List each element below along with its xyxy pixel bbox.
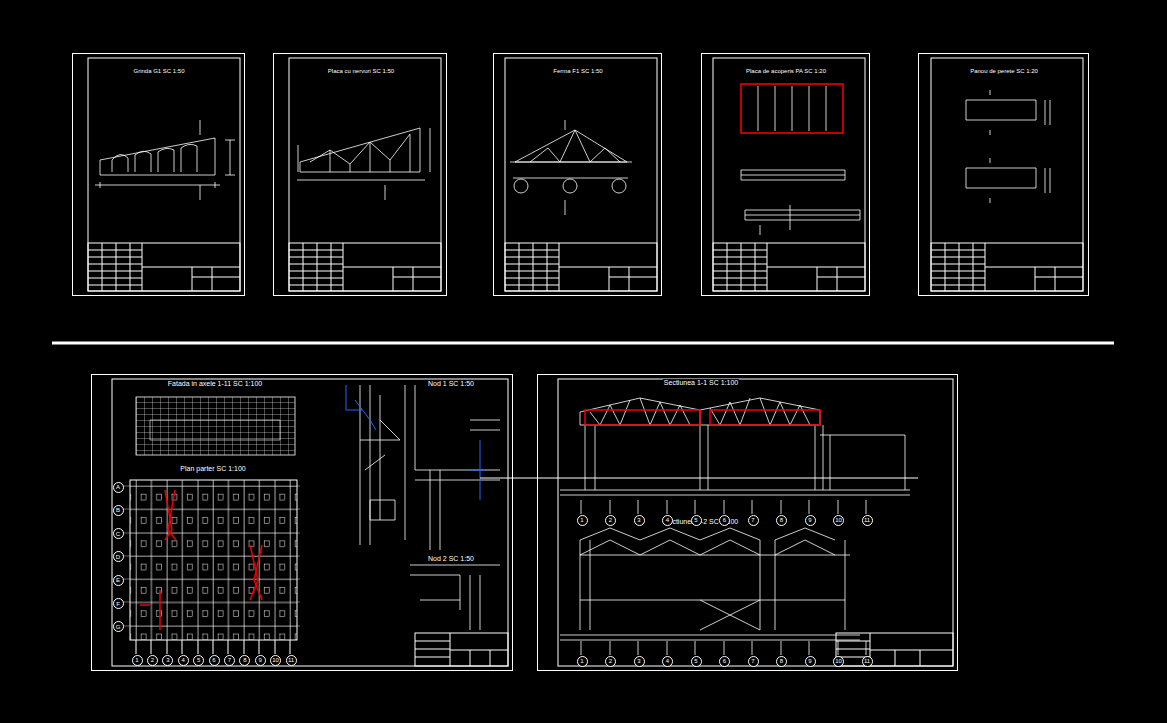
drawing-sheet: Grinda G1 SC 1:50 <box>72 53 245 296</box>
axis-bubble: 2 <box>605 656 616 667</box>
axis-bubble: 10 <box>833 656 844 667</box>
axis-bubble: 7 <box>224 655 235 666</box>
axis-label: 5 <box>694 517 697 523</box>
axis-bubble: 7 <box>748 515 759 526</box>
axis-label: 8 <box>243 657 246 663</box>
axis-label: 7 <box>228 657 231 663</box>
sheet-title: Sectiunea 1-1 SC 1:100 <box>663 379 739 387</box>
axis-bubble: 2 <box>147 655 158 666</box>
axis-label: 1 <box>135 657 138 663</box>
axis-bubble: D <box>113 551 124 562</box>
axis-label: 3 <box>637 658 640 664</box>
axis-bubble: 3 <box>634 656 645 667</box>
axis-bubble: B <box>113 505 124 516</box>
axis-label: 4 <box>666 658 669 664</box>
axis-bubble: 10 <box>833 515 844 526</box>
axis-label: 10 <box>272 657 279 663</box>
axis-label: 11 <box>288 657 294 663</box>
axis-bubble: 6 <box>719 656 730 667</box>
axis-label: 1 <box>580 658 583 664</box>
axis-bubble: 8 <box>776 656 787 667</box>
axis-bubble: 9 <box>805 515 816 526</box>
axis-bubble: 6 <box>209 655 220 666</box>
axis-bubble: 3 <box>162 655 173 666</box>
drawing-sheet: Sectiunea 1-1 SC 1:100Sectiunea 2-2 SC 1… <box>537 374 958 671</box>
axis-label: 2 <box>151 657 154 663</box>
axis-label: 11 <box>864 658 870 664</box>
axis-label: 4 <box>182 657 185 663</box>
axis-label: 10 <box>835 658 842 664</box>
axis-bubble: 1 <box>132 655 143 666</box>
axis-label: B <box>116 507 120 513</box>
axis-bubble: 11 <box>286 655 297 666</box>
axis-label: 8 <box>780 517 783 523</box>
axis-label: 5 <box>694 658 697 664</box>
drawing-sheet: Fatada in axele 1-11 SC 1:100Plan parter… <box>91 374 513 671</box>
axis-label: 7 <box>751 517 754 523</box>
axis-label: 3 <box>637 517 640 523</box>
axis-bubble: C <box>113 528 124 539</box>
axis-label: 10 <box>835 517 842 523</box>
axis-bubble: 4 <box>662 515 673 526</box>
sheet-title: Ferma F1 SC 1:50 <box>552 68 603 75</box>
axis-bubble: F <box>113 598 124 609</box>
axis-bubble: 5 <box>691 515 702 526</box>
axis-bubble: 1 <box>577 656 588 667</box>
sheet-title: Panou de perete SC 1:20 <box>969 68 1039 75</box>
axis-bubble: 4 <box>662 656 673 667</box>
axis-bubble: 9 <box>255 655 266 666</box>
axis-label: 9 <box>259 657 262 663</box>
axis-label: 2 <box>609 658 612 664</box>
axis-bubble: 8 <box>776 515 787 526</box>
sheet-title: Grinda G1 SC 1:50 <box>132 68 185 75</box>
sheet-title: Fatada in axele 1-11 SC 1:100 <box>167 380 263 388</box>
axis-bubble: 6 <box>719 515 730 526</box>
axis-label: F <box>116 601 120 607</box>
axis-label: 7 <box>751 658 754 664</box>
axis-bubble: 4 <box>178 655 189 666</box>
axis-bubble: G <box>113 621 124 632</box>
axis-bubble: 1 <box>577 515 588 526</box>
drawing-sheet: Placa cu nervuri SC 1:50 <box>273 53 447 296</box>
axis-label: G <box>116 624 121 630</box>
axis-label: 11 <box>864 517 870 523</box>
axis-bubble: 11 <box>862 656 873 667</box>
axis-label: 6 <box>212 657 215 663</box>
axis-bubble: 2 <box>605 515 616 526</box>
axis-label: 6 <box>723 658 726 664</box>
axis-label: 1 <box>580 517 583 523</box>
axis-bubble: 11 <box>862 515 873 526</box>
axis-label: 8 <box>780 658 783 664</box>
axis-label: D <box>116 554 120 560</box>
sheet-title: Plan parter SC 1:100 <box>179 465 246 473</box>
axis-label: E <box>116 577 120 583</box>
sheet-title: Nod 2 SC 1:50 <box>427 555 475 563</box>
axis-label: A <box>116 484 120 490</box>
axis-bubble: 9 <box>805 656 816 667</box>
axis-bubble: 7 <box>748 656 759 667</box>
drawing-sheet: Ferma F1 SC 1:50 <box>493 53 662 296</box>
drawing-sheet: Panou de perete SC 1:20 <box>918 53 1089 296</box>
axis-bubble: A <box>113 482 124 493</box>
sheet-title: Placa cu nervuri SC 1:50 <box>327 68 395 75</box>
axis-label: 3 <box>166 657 169 663</box>
axis-label: 9 <box>808 658 811 664</box>
axis-bubble: 3 <box>634 515 645 526</box>
axis-bubble: 5 <box>691 656 702 667</box>
sheet-title: Placa de acoperis PA SC 1:20 <box>745 68 827 75</box>
axis-label: C <box>116 531 120 537</box>
axis-label: 9 <box>808 517 811 523</box>
sheet-title: Nod 1 SC 1:50 <box>427 380 475 388</box>
axis-bubble: E <box>113 575 124 586</box>
axis-bubble: 10 <box>270 655 281 666</box>
axis-bubble: 5 <box>193 655 204 666</box>
drawing-sheet: Placa de acoperis PA SC 1:20 <box>701 53 870 296</box>
axis-label: 6 <box>723 517 726 523</box>
axis-label: 4 <box>666 517 669 523</box>
axis-label: 2 <box>609 517 612 523</box>
axis-bubble: 8 <box>239 655 250 666</box>
axis-label: 5 <box>197 657 200 663</box>
